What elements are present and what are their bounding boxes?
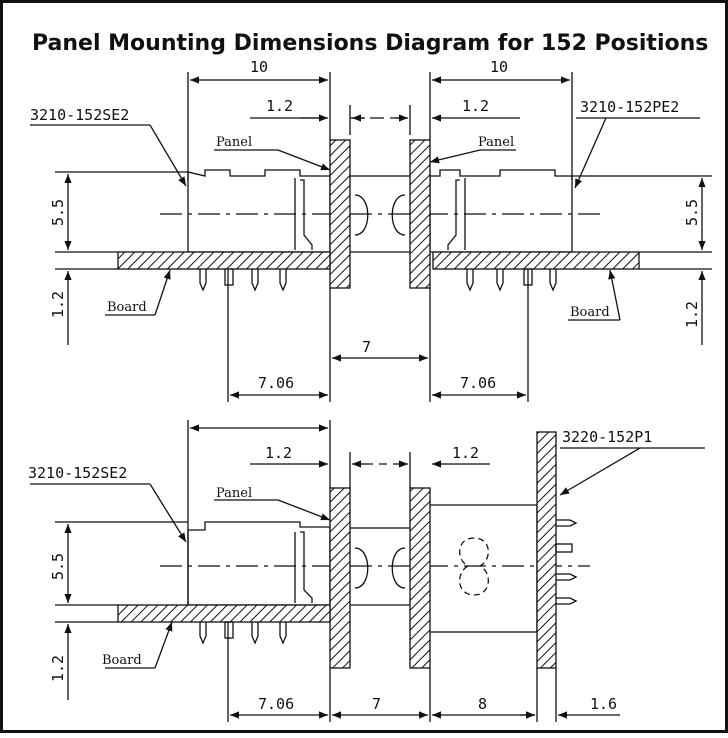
dim-1-2-bottom-left: 1.2 (265, 444, 292, 462)
dim-1-2-vert-top-right: 1.2 (683, 301, 701, 328)
label-panel-top-left: Panel (216, 135, 252, 150)
dim-5-5-bottom: 5.5 (49, 553, 67, 580)
label-3210-152se2-top: 3210-152SE2 (30, 106, 129, 124)
dim-7-top: 7 (362, 338, 371, 356)
label-board-top-left: Board (107, 300, 147, 315)
dim-1-2-vert-top-left: 1.2 (49, 291, 67, 318)
dim-5-5-top-left: 5.5 (49, 199, 67, 226)
label-panel-bottom: Panel (216, 486, 252, 501)
dim-1-6-bottom: 1.6 (590, 695, 617, 713)
label-3220-152p1: 3220-152P1 (562, 428, 652, 446)
label-board-bottom: Board (102, 653, 142, 668)
dim-10-right: 10 (490, 58, 508, 76)
dim-7-06-top-right: 7.06 (460, 374, 496, 392)
label-3210-152se2-bottom: 3210-152SE2 (28, 464, 127, 482)
dim-10-left: 10 (250, 58, 268, 76)
dim-7-06-bottom: 7.06 (258, 695, 294, 713)
label-panel-top-right: Panel (478, 135, 514, 150)
dim-1-2-vert-bottom: 1.2 (49, 655, 67, 682)
dim-7-06-top-left: 7.06 (258, 374, 294, 392)
dim-1-2-top-right: 1.2 (462, 97, 489, 115)
label-board-top-right: Board (570, 305, 610, 320)
diagram-title: Panel Mounting Dimensions Diagram for 15… (32, 31, 708, 56)
label-3210-152pe2: 3210-152PE2 (580, 98, 679, 116)
dim-1-2-top-left: 1.2 (266, 97, 293, 115)
dim-1-2-bottom-right: 1.2 (452, 444, 479, 462)
dim-8-bottom: 8 (478, 695, 487, 713)
dim-7-bottom: 7 (372, 695, 381, 713)
dim-5-5-top-right: 5.5 (683, 199, 701, 226)
